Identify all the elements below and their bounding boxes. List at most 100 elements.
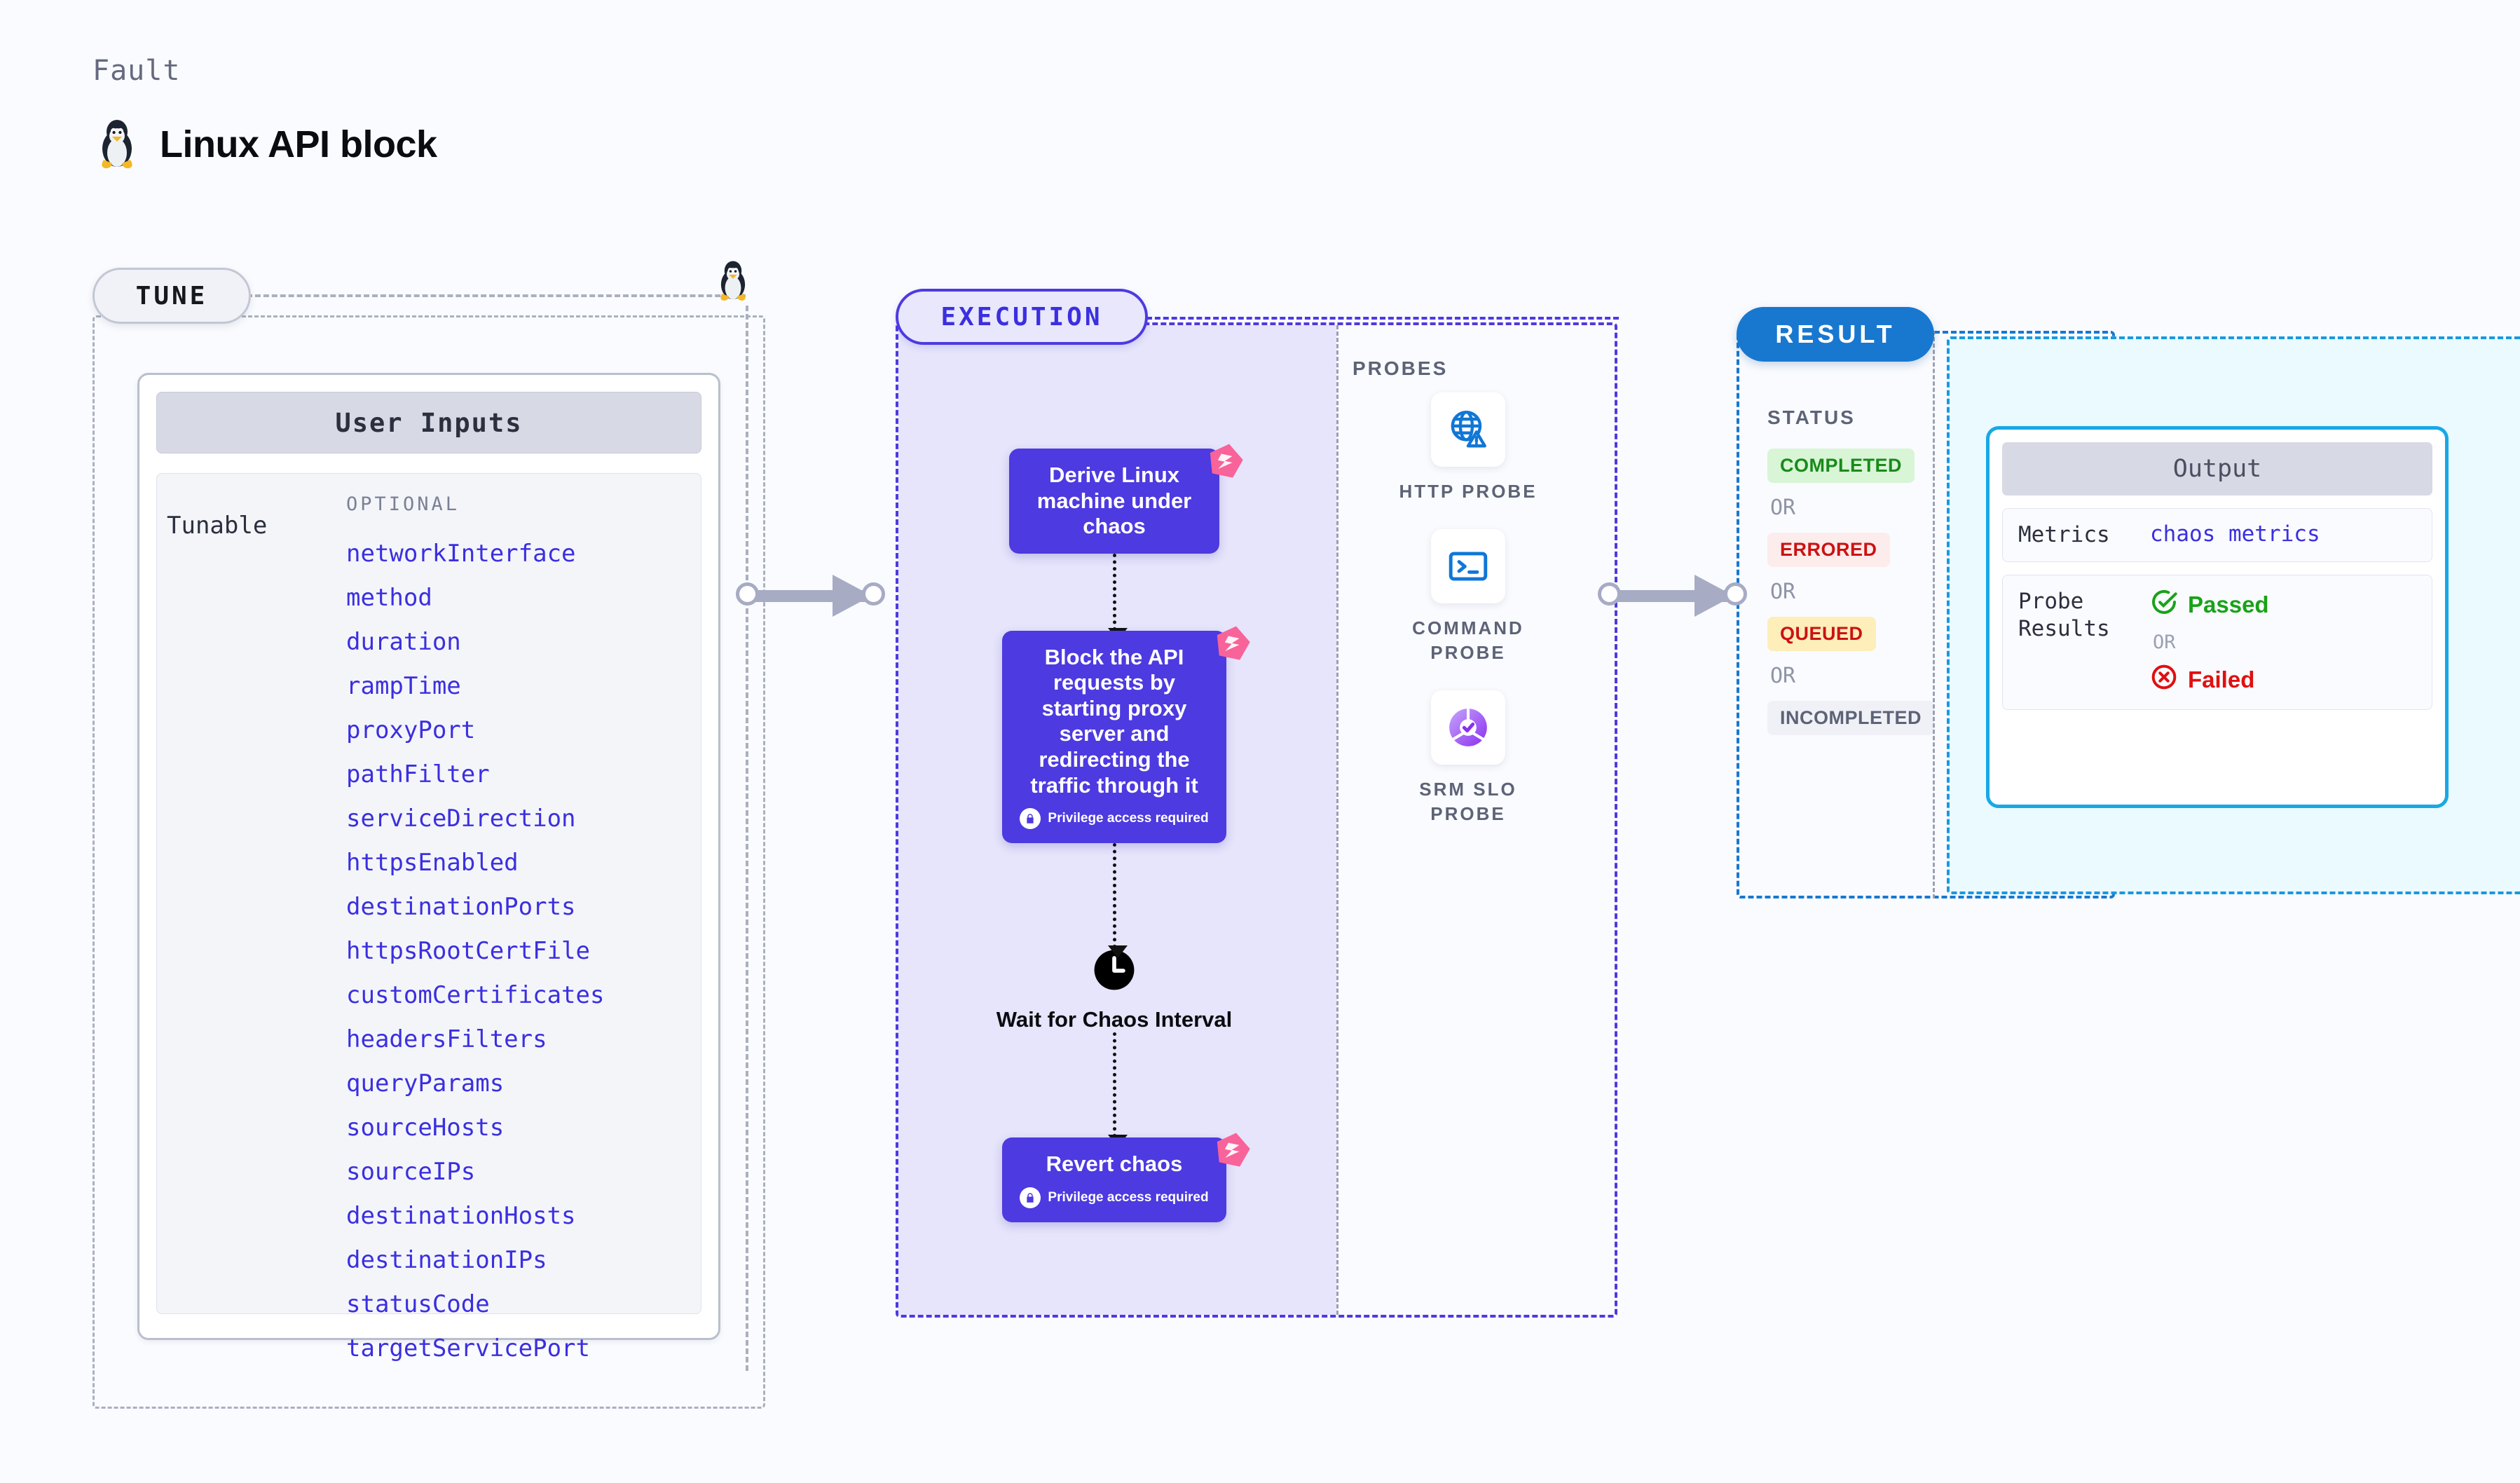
- execution-dashed-top-line: [1146, 317, 1619, 320]
- tunable-param[interactable]: httpsRootCertFile: [346, 937, 590, 965]
- tune-pill-label: TUNE: [135, 281, 208, 310]
- status-badge: COMPLETED: [1767, 449, 1915, 483]
- status-badge-wrap: COMPLETED: [1767, 449, 1929, 483]
- optional-group-label: OPTIONAL: [346, 493, 460, 515]
- status-badge: QUEUED: [1767, 617, 1876, 651]
- result-divider: [1933, 331, 1935, 898]
- execution-step-label: Derive Linux machine under chaos: [1036, 463, 1192, 539]
- fault-eyebrow: Fault: [93, 55, 181, 87]
- tunable-param[interactable]: queryParams: [346, 1069, 505, 1098]
- result-pill-label: RESULT: [1775, 320, 1896, 348]
- probe-results-row: Probe Results Passed OR: [2002, 574, 2432, 710]
- tunable-section: Tunable OPTIONAL networkInterface method d…: [156, 473, 701, 1360]
- tunable-param[interactable]: targetServicePort: [346, 1334, 590, 1362]
- status-badge-wrap: ERRORED: [1767, 533, 1929, 567]
- execution-pill-label: EXECUTION: [940, 302, 1103, 332]
- probe-failed-label: Failed: [2188, 666, 2255, 692]
- tunable-param[interactable]: serviceDirection: [346, 805, 576, 833]
- page-title: Linux API block: [97, 118, 437, 171]
- execution-step-node[interactable]: Derive Linux machine under chaos: [1009, 444, 1243, 554]
- probe-results-values: Passed OR Failed: [2150, 588, 2269, 697]
- tunable-param[interactable]: proxyPort: [346, 716, 476, 744]
- probes-list: HTTP PROBE COMMAND PROBE SRM SLO PROBE: [1342, 392, 1594, 826]
- output-header-label: Output: [2172, 455, 2262, 483]
- probe-passed: Passed: [2150, 588, 2269, 622]
- privilege-note-label: Privilege access required: [1048, 1189, 1209, 1205]
- probes-divider: [1336, 325, 1338, 1315]
- probe-or-label: OR: [2153, 631, 2176, 653]
- status-badge-wrap: INCOMPLETED: [1767, 701, 1935, 735]
- connector-execution-to-result: [1596, 571, 1758, 620]
- probes-title: PROBES: [1353, 357, 1449, 379]
- execution-step-node[interactable]: Block the API requests by starting proxy…: [1002, 626, 1250, 844]
- metrics-value[interactable]: chaos metrics: [2150, 521, 2320, 547]
- status-badge: ERRORED: [1767, 533, 1890, 567]
- lock-icon: [1020, 1187, 1041, 1208]
- metrics-row: Metrics chaos metrics: [2002, 508, 2432, 562]
- tunable-param[interactable]: destinationHosts: [346, 1202, 576, 1230]
- flow-arrow: [1107, 843, 1128, 959]
- execution-step-wait: Wait for Chaos Interval: [997, 948, 1232, 1032]
- lock-icon: [1020, 808, 1041, 830]
- tunable-param[interactable]: destinationIPs: [346, 1246, 547, 1274]
- status-badge: INCOMPLETED: [1767, 701, 1935, 735]
- status-list: COMPLETED OR ERRORED OR QUEUED OR INCOMPLETED: [1767, 449, 1935, 735]
- tune-region: [93, 315, 765, 1409]
- execution-step-label: Revert chaos: [1046, 1151, 1183, 1177]
- execution-section-pill[interactable]: EXECUTION: [896, 289, 1148, 345]
- harness-badge-icon: [1193, 435, 1243, 478]
- status-title: STATUS: [1767, 406, 1856, 428]
- user-inputs-header: User Inputs: [156, 392, 701, 453]
- privilege-note: Privilege access required: [1018, 1187, 1211, 1208]
- tunable-param[interactable]: customCertificates: [346, 981, 605, 1009]
- tune-dashed-top-line: [247, 294, 746, 297]
- tune-dashed-right-line: [746, 306, 748, 1371]
- tunable-param[interactable]: headersFilters: [346, 1025, 547, 1053]
- tunable-param[interactable]: sourceIPs: [346, 1158, 476, 1186]
- probe-passed-label: Passed: [2188, 591, 2269, 617]
- tunable-param[interactable]: httpsEnabled: [346, 849, 519, 877]
- globe-warning-icon: [1430, 392, 1505, 467]
- probe-item[interactable]: COMMAND PROBE: [1388, 529, 1549, 665]
- status-badge-wrap: QUEUED: [1767, 617, 1929, 651]
- user-inputs-card: User Inputs Tunable OPTIONAL networkInte…: [137, 373, 720, 1360]
- status-or-label: OR: [1770, 580, 1796, 604]
- clock-icon: [1093, 948, 1136, 995]
- result-section-pill[interactable]: RESULT: [1737, 307, 1934, 362]
- tunable-param-list: networkInterface method duration rampTime pr…: [346, 542, 694, 1360]
- status-or-label: OR: [1770, 496, 1796, 520]
- tunable-param[interactable]: pathFilter: [346, 760, 490, 788]
- tunable-param[interactable]: statusCode: [346, 1290, 490, 1318]
- tunable-param[interactable]: destinationPorts: [346, 893, 576, 921]
- linux-penguin-icon: [97, 118, 137, 171]
- tunable-param[interactable]: sourceHosts: [346, 1114, 505, 1142]
- probe-label: COMMAND PROBE: [1412, 617, 1524, 664]
- probe-results-key: Probe Results: [2018, 588, 2110, 641]
- connector-tune-to-execution: [734, 571, 896, 620]
- harness-badge-icon: [1200, 1123, 1250, 1168]
- probe-item[interactable]: SRM SLO PROBE: [1388, 690, 1549, 826]
- flow-arrow: [1107, 553, 1128, 641]
- tunable-row-label: Tunable: [167, 512, 268, 540]
- execution-step-label: Block the API requests by starting proxy…: [1030, 644, 1198, 798]
- user-inputs-header-label: User Inputs: [335, 407, 523, 438]
- probe-failed: Failed: [2150, 663, 2269, 697]
- terminal-icon: [1431, 529, 1505, 604]
- metrics-key: Metrics: [2018, 522, 2110, 547]
- probe-item[interactable]: HTTP PROBE: [1399, 392, 1537, 504]
- execution-step-label: Wait for Chaos Interval: [996, 1007, 1233, 1032]
- tunable-param[interactable]: method: [346, 584, 432, 612]
- flow-arrow: [1107, 1032, 1128, 1148]
- linux-penguin-marker-icon: [716, 259, 750, 306]
- probe-label: SRM SLO PROBE: [1419, 779, 1517, 825]
- status-or-label: OR: [1770, 664, 1796, 688]
- tune-section-pill[interactable]: TUNE: [93, 268, 251, 324]
- output-card-header: Output: [2002, 442, 2432, 496]
- tunable-param[interactable]: duration: [346, 628, 461, 656]
- tunable-param[interactable]: networkInterface: [346, 540, 576, 568]
- tunable-param[interactable]: rampTime: [346, 672, 461, 700]
- slo-donut-check-icon: [1431, 690, 1505, 765]
